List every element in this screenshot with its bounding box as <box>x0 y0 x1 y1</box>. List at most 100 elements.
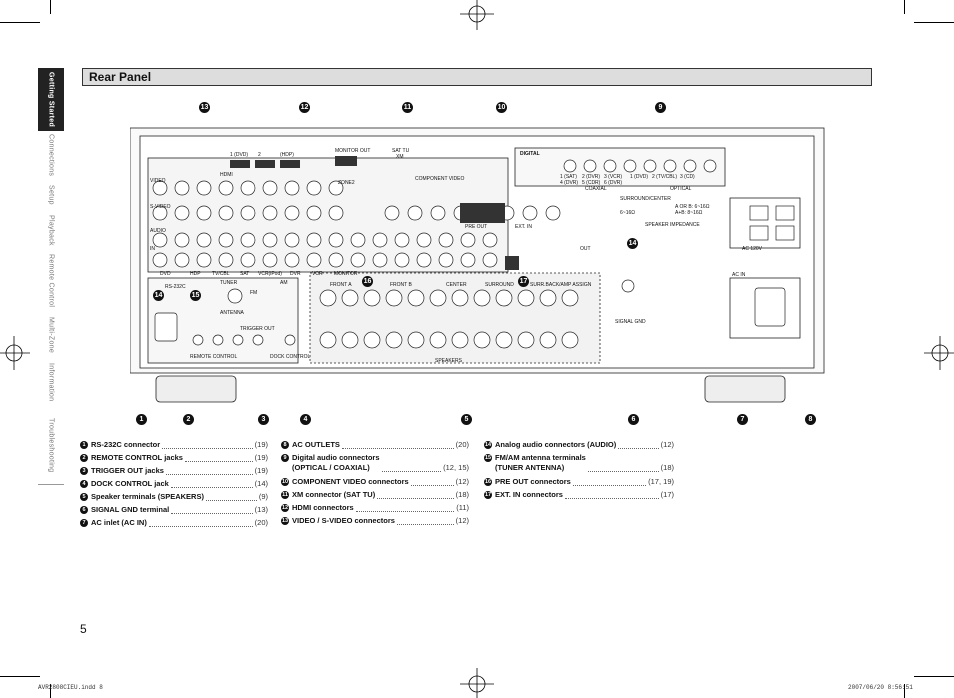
legend-page: (19) <box>254 466 268 475</box>
legend-text: Speaker terminals (SPEAKERS) <box>91 492 204 501</box>
legend-number: 12 <box>281 504 289 512</box>
label-coax-1: 1 (SAT) <box>560 174 577 180</box>
tab-label: Getting Started <box>47 71 55 128</box>
callout-14-left: 14 <box>153 290 164 301</box>
tab-playback[interactable]: Playback <box>38 210 64 251</box>
legend-page: (18) <box>660 463 674 472</box>
tab-label: Troubleshooting <box>47 417 55 473</box>
page-number: 5 <box>80 622 87 636</box>
label-front-a: FRONT A <box>330 282 352 288</box>
label-optical-1: 1 (DVD) <box>630 174 648 180</box>
label-coax-3: 3 (VCR) <box>604 174 622 180</box>
label-zone2: ZONE2 <box>338 180 355 186</box>
crop-mark <box>904 0 905 14</box>
label-s-video: S-VIDEO <box>150 204 171 210</box>
legend-page: (13) <box>254 505 268 514</box>
legend-text: EXT. IN connectors <box>495 490 563 499</box>
legend-text: COMPONENT VIDEO connectors <box>292 477 409 486</box>
callout-14-right: 14 <box>627 238 638 249</box>
legend-page: (18) <box>455 490 469 499</box>
tab-setup[interactable]: Setup <box>38 180 64 211</box>
callout-15: 15 <box>190 290 201 301</box>
crop-mark <box>0 676 40 677</box>
tab-information[interactable]: Information <box>38 358 64 407</box>
tab-multi-zone[interactable]: Multi-Zone <box>38 312 64 359</box>
legend-text: REMOTE CONTROL jacks <box>91 453 183 462</box>
leader-dots <box>148 518 253 527</box>
legend-number: 7 <box>80 519 88 527</box>
label-speakers: SPEAKERS <box>435 358 463 364</box>
tab-connections[interactable]: Connections <box>38 131 64 181</box>
leader-dots <box>381 463 442 472</box>
label-source-hdp: HDP <box>190 271 201 277</box>
label-out: OUT <box>580 246 591 252</box>
crop-mark <box>914 22 954 23</box>
legend-page: (9) <box>258 492 268 501</box>
label-rs232c: RS-232C <box>165 284 186 290</box>
legend-page: (19) <box>254 453 268 462</box>
label-coax-6: 6 (DVR) <box>604 180 622 186</box>
tab-remote-control[interactable]: Remote Control <box>38 250 64 313</box>
legend-page: (14) <box>254 479 268 488</box>
tab-getting-started[interactable]: Getting Started <box>38 68 64 132</box>
registration-mark <box>460 0 494 30</box>
crop-mark <box>0 22 40 23</box>
callout-7: 7 <box>737 414 748 425</box>
legend-number: 9 <box>281 454 289 462</box>
label-ext-in: EXT. IN <box>515 224 532 230</box>
legend-number: 16 <box>484 478 492 486</box>
callout-4: 4 <box>300 414 311 425</box>
legend-page: (20) <box>455 440 469 449</box>
label-coaxial: COAXIAL <box>585 186 607 192</box>
legend-text: HDMI connectors <box>292 503 354 512</box>
legend-text: VIDEO / S-VIDEO connectors <box>292 516 395 525</box>
label-coax-4: 4 (DVR) <box>560 180 578 186</box>
legend-number: 8 <box>281 441 289 449</box>
callout-11: 11 <box>402 102 413 113</box>
label-component-video: COMPONENT VIDEO <box>415 176 464 182</box>
registration-mark <box>460 668 494 698</box>
label-coax-2: 2 (DVR) <box>582 174 600 180</box>
legend-number: 14 <box>484 441 492 449</box>
legend-text: SIGNAL GND terminal <box>91 505 170 514</box>
legend-number: 17 <box>484 491 492 499</box>
leader-dots <box>162 440 253 449</box>
legend-number: 4 <box>80 480 88 488</box>
label-surround-center: SURROUND/CENTER <box>620 196 671 202</box>
crop-mark <box>914 676 954 677</box>
label-fm: FM <box>250 290 257 296</box>
tab-troubleshooting[interactable]: Troubleshooting <box>38 406 64 485</box>
legend-number: 13 <box>281 517 289 525</box>
label-center: CENTER <box>446 282 467 288</box>
label-monitor-out: MONITOR OUT <box>335 148 370 154</box>
legend-text: DOCK CONTROL jack <box>91 479 169 488</box>
label-source-sat: SAT <box>240 271 249 277</box>
callout-8: 8 <box>805 414 816 425</box>
label-trigger-out: TRIGGER OUT <box>240 326 275 332</box>
label-audio: AUDIO <box>150 228 166 234</box>
callout-12: 12 <box>299 102 310 113</box>
footer-file-info: AVR2808CIEU.indd 8 <box>38 684 103 691</box>
legend-number: 2 <box>80 454 88 462</box>
label-signal-gnd: SIGNAL GND <box>615 319 646 325</box>
page-title: Rear Panel <box>89 70 152 84</box>
callout-2: 2 <box>183 414 194 425</box>
callout-17: 17 <box>518 276 529 287</box>
label-coax-5: 5 (CDR) <box>582 180 601 186</box>
label-sat-tu: SAT TU <box>392 148 410 154</box>
legend-number: 1 <box>80 441 88 449</box>
leader-dots <box>410 477 454 486</box>
label-hdmi-in-2: 2 <box>258 152 261 158</box>
leader-dots <box>341 440 454 449</box>
label-xm: XM <box>396 154 404 160</box>
